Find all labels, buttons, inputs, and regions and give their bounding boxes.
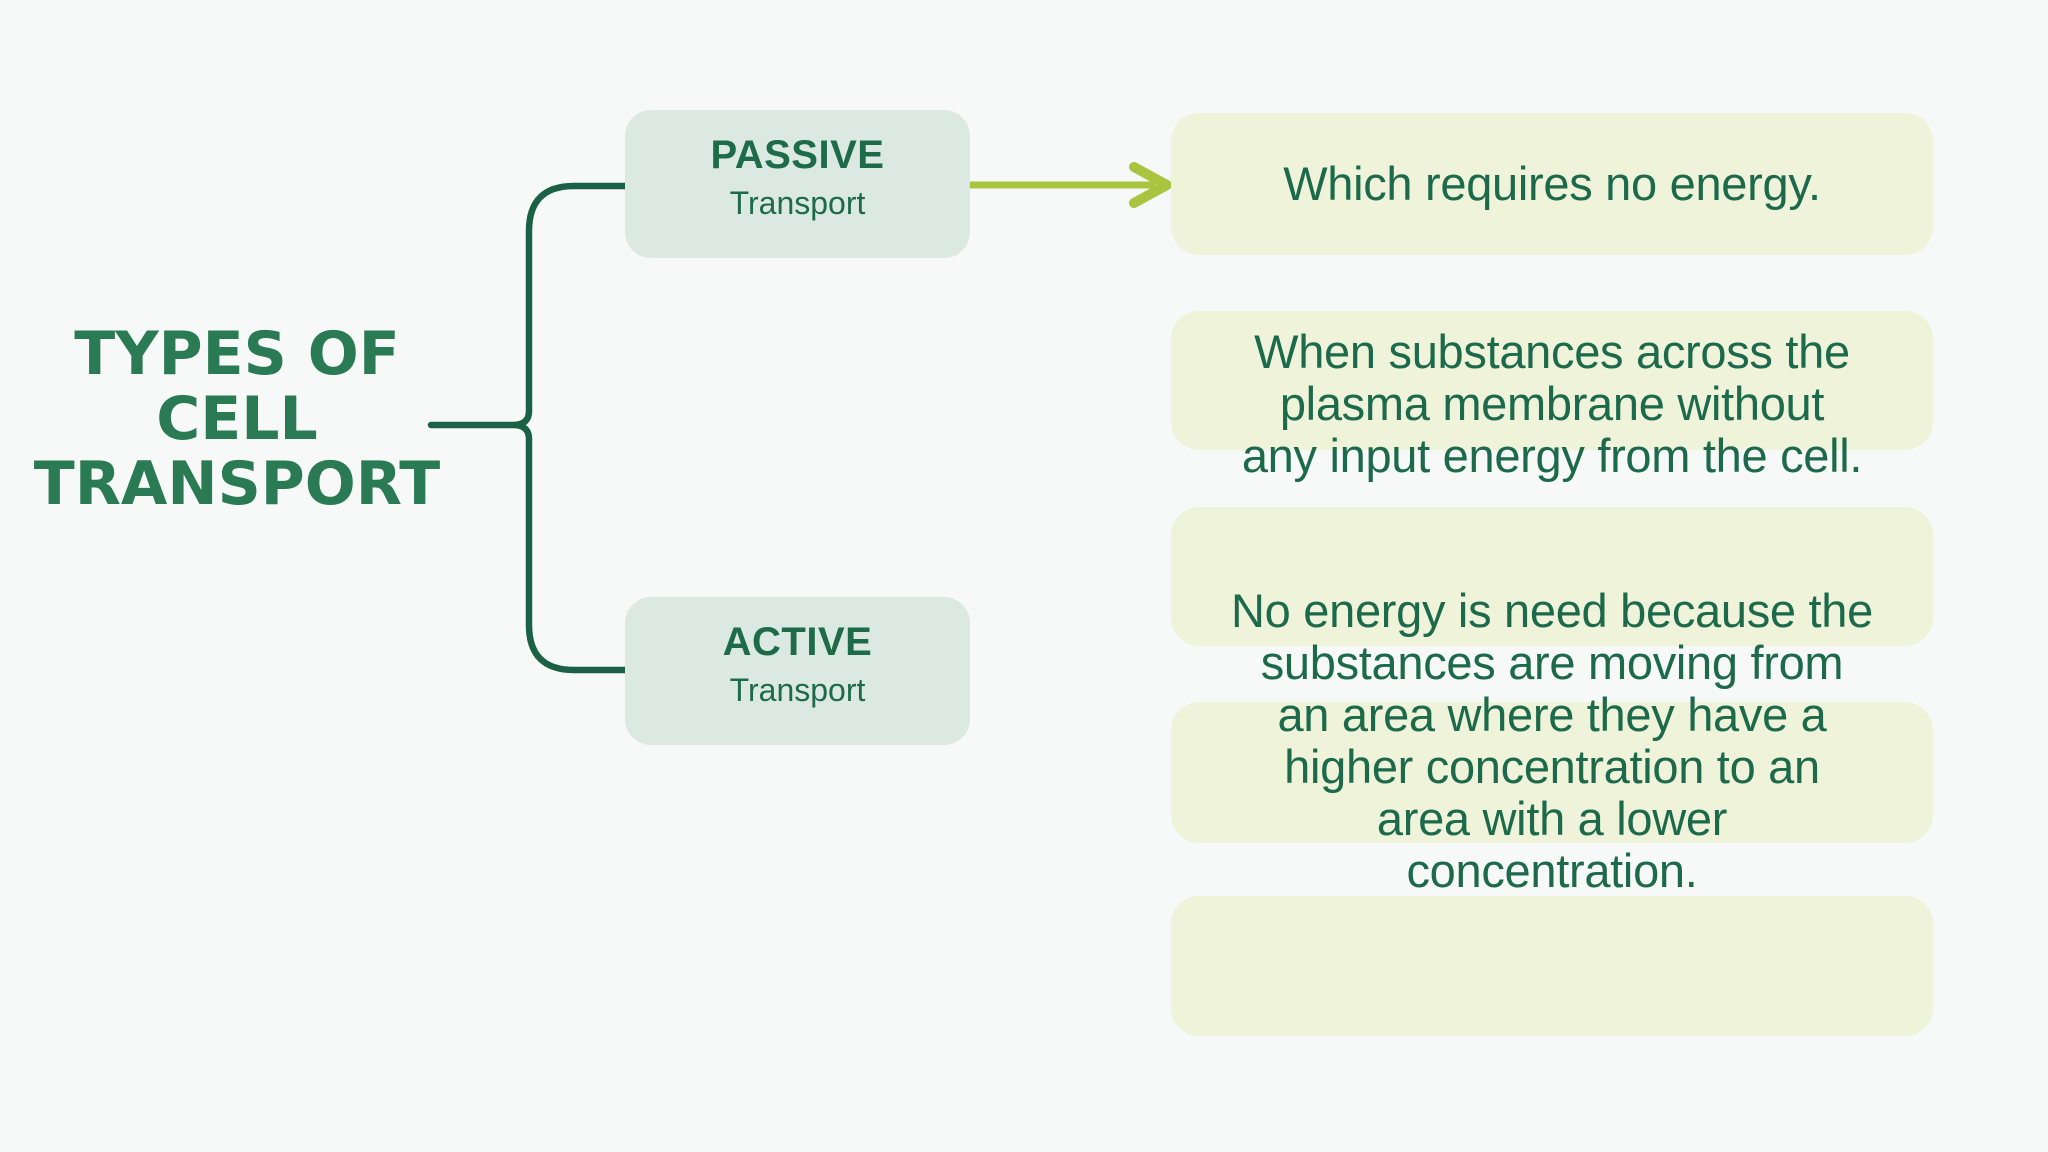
node-passive-sublabel: Transport <box>729 185 866 221</box>
note-line: When substances across the <box>1254 325 1850 378</box>
node-active-label: ACTIVE <box>722 620 873 664</box>
note-line: any input energy from the cell. <box>1241 429 1863 482</box>
node-active-transport[interactable]: ACTIVE Transport <box>625 597 970 745</box>
note-card-4[interactable] <box>1171 702 1933 843</box>
brace-connector <box>427 182 631 674</box>
note-line: Which requires no energy. <box>1283 157 1821 210</box>
note-line: an area where they have a <box>1277 688 1827 741</box>
diagram-title-line: TRANSPORT <box>33 449 441 519</box>
note-card-1[interactable] <box>1171 113 1933 255</box>
note-text-requires-no-energy: Which requires no energy. <box>1171 113 1933 255</box>
diagram-title-line: TYPES OF <box>74 319 400 389</box>
node-active-sublabel: Transport <box>729 672 866 708</box>
arrow-head-icon <box>1129 162 1172 208</box>
note-line: substances are moving from <box>1260 636 1844 689</box>
note-line: area with a lower <box>1376 792 1728 845</box>
note-text-no-energy-explanation: No energy is need because the substances… <box>1171 585 1933 897</box>
node-passive-label: PASSIVE <box>710 133 885 177</box>
note-card-3[interactable] <box>1171 507 1933 646</box>
note-line: No energy is need because the <box>1231 584 1873 637</box>
note-line: plasma membrane without <box>1279 377 1825 430</box>
diagram-title: TYPES OF CELL TRANSPORT <box>17 322 457 517</box>
note-card-2[interactable] <box>1171 311 1933 450</box>
note-line: higher concentration to an <box>1284 740 1820 793</box>
diagram-title-line: CELL <box>156 384 318 454</box>
note-line: concentration. <box>1406 844 1698 897</box>
note-card-5-empty[interactable] <box>1171 896 1933 1036</box>
node-passive-transport[interactable]: PASSIVE Transport <box>625 110 970 258</box>
note-text-passive-definition: When substances across the plasma membra… <box>1171 326 1933 482</box>
